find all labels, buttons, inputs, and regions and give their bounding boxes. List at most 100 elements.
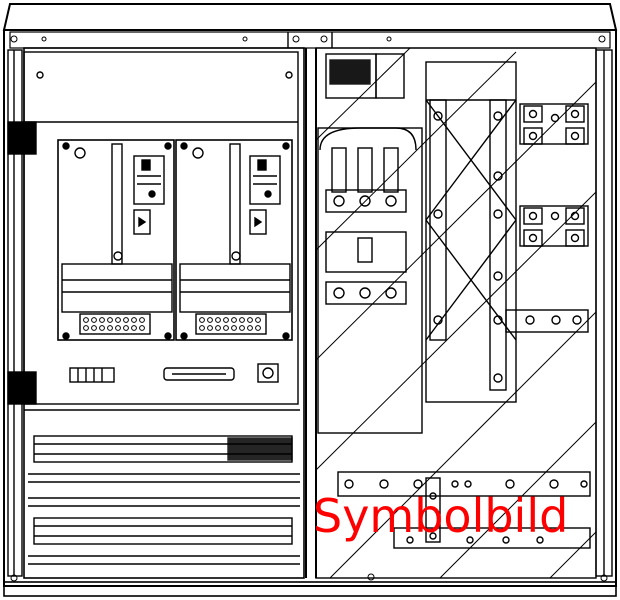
connector-blocks xyxy=(505,103,589,333)
connector xyxy=(523,207,543,225)
connector xyxy=(565,105,585,123)
meter-label-plate xyxy=(249,155,281,205)
hole xyxy=(131,325,137,331)
small-terminal-block xyxy=(69,367,115,383)
busbar-frame xyxy=(425,61,517,403)
busbar xyxy=(489,99,507,391)
hole xyxy=(239,317,245,323)
terminal-strip xyxy=(79,313,151,335)
screw xyxy=(242,36,248,42)
connector xyxy=(523,105,543,123)
bolt xyxy=(379,479,389,489)
terminal-screw xyxy=(359,195,371,207)
terminal-screw xyxy=(385,287,397,299)
bolt xyxy=(549,479,559,489)
bolt xyxy=(580,480,588,488)
hole xyxy=(99,325,105,331)
hole xyxy=(99,317,105,323)
hole xyxy=(83,325,89,331)
hole xyxy=(207,325,213,331)
left-hinge-column xyxy=(7,49,37,577)
bolt xyxy=(429,492,437,500)
terminal-screw xyxy=(113,251,123,261)
hole xyxy=(115,325,121,331)
switch-knob xyxy=(262,367,274,379)
meter-knob xyxy=(74,147,86,159)
meter-screw xyxy=(180,142,188,150)
small-components-row xyxy=(69,363,279,383)
hole xyxy=(239,325,245,331)
hole xyxy=(139,317,145,323)
hinge-block-top xyxy=(7,121,37,155)
busbar-bolt xyxy=(493,209,503,219)
screw xyxy=(10,35,18,43)
switch-top-arc xyxy=(319,127,417,151)
screw xyxy=(41,36,47,42)
hinge-block-bottom xyxy=(7,371,37,405)
meter-terminal-cover xyxy=(61,263,173,313)
switch-handle xyxy=(357,237,373,263)
bolt xyxy=(406,536,414,544)
cabinet-top-rail xyxy=(9,31,611,49)
meter-arrow xyxy=(254,216,263,228)
hole xyxy=(139,325,145,331)
busbar-bolt xyxy=(493,373,503,383)
terminal-screw xyxy=(231,251,241,261)
bolt xyxy=(551,315,561,325)
watermark-label: Symbolbild xyxy=(313,489,569,543)
bolt xyxy=(429,532,437,540)
small-switch xyxy=(257,363,279,383)
cabinet-housing xyxy=(2,3,618,597)
switch-outline xyxy=(317,127,423,434)
bolt xyxy=(550,113,560,123)
busbar-bolt xyxy=(433,111,443,121)
hatch xyxy=(315,191,597,471)
terminal-strip xyxy=(195,313,267,335)
switch-upper-terminals xyxy=(325,189,407,213)
connector-plate xyxy=(519,103,589,145)
hatch xyxy=(315,47,411,141)
hole xyxy=(107,325,113,331)
meter-display xyxy=(257,159,267,171)
hole xyxy=(255,317,261,323)
bolt xyxy=(525,315,535,325)
cover-screw xyxy=(36,71,44,79)
screw xyxy=(386,36,392,42)
busbar-diagonal xyxy=(425,99,517,221)
terminal-screw xyxy=(333,287,345,299)
bolt xyxy=(550,211,560,221)
connector-plate xyxy=(519,205,589,247)
screw xyxy=(367,573,375,581)
busbar-bolt xyxy=(433,209,443,219)
bolt xyxy=(466,536,474,544)
meter-panel-cover xyxy=(23,51,299,405)
meter-screw xyxy=(164,142,172,150)
connector xyxy=(565,127,585,145)
bottom-busbar xyxy=(337,471,591,549)
relay-side xyxy=(375,53,405,99)
hole xyxy=(83,317,89,323)
hole xyxy=(123,325,129,331)
meter-slot xyxy=(229,143,241,265)
hole xyxy=(231,325,237,331)
vertical-link xyxy=(425,477,441,543)
hole xyxy=(123,317,129,323)
meter-unit-2 xyxy=(175,139,293,341)
cover-screw xyxy=(285,71,293,79)
meter-indicator xyxy=(148,190,156,198)
hole xyxy=(215,325,221,331)
hatch xyxy=(315,51,517,251)
hole xyxy=(231,317,237,323)
meter-label-plate xyxy=(133,155,165,205)
hole xyxy=(223,317,229,323)
bottom-bar-lower xyxy=(393,527,591,549)
meter-screw xyxy=(62,332,70,340)
busbar-diagonal xyxy=(425,219,517,341)
hole xyxy=(131,317,137,323)
terminal-screw xyxy=(333,195,345,207)
busbar-assembly xyxy=(425,61,517,403)
connector xyxy=(523,127,543,145)
hatching xyxy=(315,47,597,579)
terminal-blocks-dark xyxy=(227,437,293,461)
